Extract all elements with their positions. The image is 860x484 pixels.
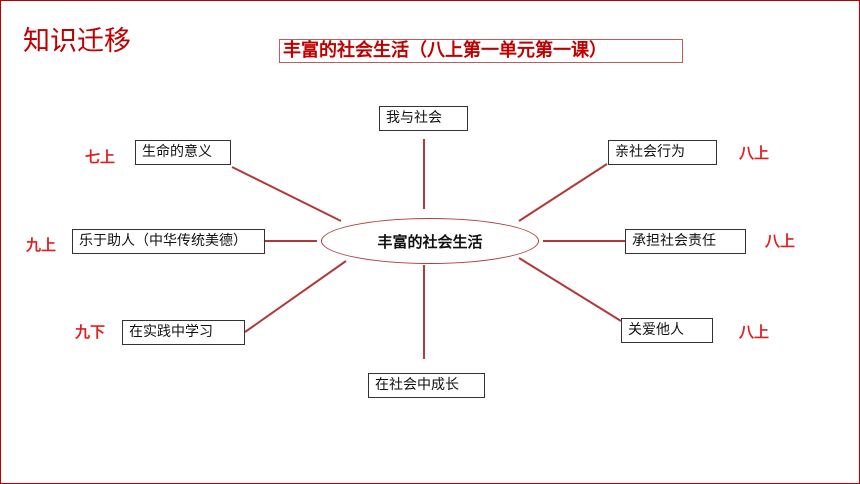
node-prosocial-behavior: 亲社会行为 xyxy=(608,140,717,165)
node-growing-in-society: 在社会中成长 xyxy=(368,373,485,398)
grade-tag-helping-others: 九上 xyxy=(26,236,57,254)
slide-subtitle: 丰富的社会生活（八上第一单元第一课） xyxy=(279,39,683,63)
node-learning-in-practice: 在实践中学习 xyxy=(122,320,245,345)
grade-tag-caring-for-others: 八上 xyxy=(739,323,770,341)
node-social-responsibility: 承担社会责任 xyxy=(625,229,746,254)
connector-line-lower-right xyxy=(518,257,622,322)
grade-tag-social-responsibility: 八上 xyxy=(765,232,796,250)
grade-tag-prosocial-behavior: 八上 xyxy=(739,144,770,162)
node-caring-for-others: 关爱他人 xyxy=(621,318,713,343)
node-me-and-society: 我与社会 xyxy=(379,106,468,131)
connector-line-upper-right xyxy=(518,163,608,222)
grade-tag-learning-in-practice: 九下 xyxy=(75,323,106,341)
node-helping-others: 乐于助人（中华传统美德） xyxy=(72,229,265,254)
connector-line-upper-left xyxy=(231,166,342,222)
connector-line-lower-left xyxy=(244,260,347,333)
node-meaning-of-life: 生命的意义 xyxy=(135,140,231,165)
grade-tag-meaning-of-life: 七上 xyxy=(85,148,116,166)
center-node: 丰富的社会生活 xyxy=(321,218,539,264)
slide-heading: 知识迁移 xyxy=(23,26,131,57)
